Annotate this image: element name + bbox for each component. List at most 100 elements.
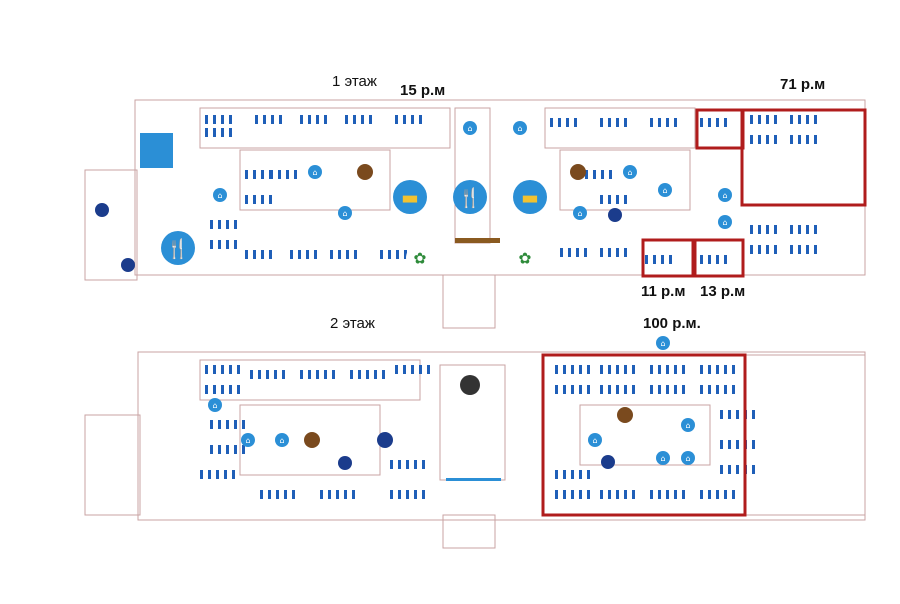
wardrobe-icon (658, 183, 672, 197)
wardrobe-icon (275, 433, 289, 447)
desk (750, 245, 753, 254)
desk (728, 410, 731, 419)
desk (563, 490, 566, 499)
wc-icon (601, 455, 615, 469)
desk (700, 118, 703, 127)
sofa-icon (513, 180, 547, 214)
desk (632, 365, 635, 374)
desk (669, 255, 672, 264)
wall (84, 414, 141, 516)
desk (571, 490, 574, 499)
desk (674, 118, 677, 127)
desk (253, 170, 256, 179)
desk (221, 385, 224, 394)
desk (708, 118, 711, 127)
desk (624, 248, 627, 257)
desk (571, 365, 574, 374)
wardrobe-icon-glyph: ⌂ (686, 454, 691, 463)
desk (658, 385, 661, 394)
desk (250, 370, 253, 379)
desk (608, 248, 611, 257)
desk (395, 115, 398, 124)
desk (205, 128, 208, 137)
desk (261, 170, 264, 179)
desk (406, 460, 409, 469)
wardrobe-icon-glyph: ⌂ (593, 436, 598, 445)
desk (708, 385, 711, 394)
desk (587, 470, 590, 479)
desk (728, 465, 731, 474)
wall (442, 274, 496, 329)
desk (666, 365, 669, 374)
desk (398, 460, 401, 469)
zone-label-11[interactable]: 11 р.м (641, 283, 686, 300)
desk (798, 225, 801, 234)
desk (774, 115, 777, 124)
desk (601, 170, 604, 179)
desk (585, 170, 588, 179)
desk (213, 385, 216, 394)
glass-wall (446, 478, 501, 481)
zone-label-71[interactable]: 71 р.м (780, 76, 826, 93)
desk (218, 240, 221, 249)
wardrobe-icon (241, 433, 255, 447)
desk (221, 128, 224, 137)
desk (316, 115, 319, 124)
desk (332, 370, 335, 379)
desk (766, 245, 769, 254)
dining-icon (453, 180, 487, 214)
desk (616, 118, 619, 127)
wall (744, 354, 866, 516)
wardrobe-icon-glyph: ⌂ (280, 436, 285, 445)
desk (245, 170, 248, 179)
desk (226, 220, 229, 229)
wc-icon (121, 258, 135, 272)
desk (600, 490, 603, 499)
desk (314, 250, 317, 259)
plant-icon (406, 244, 434, 272)
zone-label-15[interactable]: 15 р.м (400, 82, 446, 99)
desk (700, 385, 703, 394)
desk (229, 115, 232, 124)
printer-icon (460, 375, 480, 395)
desk (292, 490, 295, 499)
desk (226, 420, 229, 429)
desk (716, 490, 719, 499)
desk (766, 115, 769, 124)
desk (350, 370, 353, 379)
desk (560, 248, 563, 257)
desk (632, 385, 635, 394)
desk (382, 370, 385, 379)
desk (720, 410, 723, 419)
wall (84, 169, 138, 281)
desk (555, 470, 558, 479)
desk (550, 118, 553, 127)
desk (806, 135, 809, 144)
zone-label-13[interactable]: 13 р.м (700, 283, 746, 300)
desk (390, 490, 393, 499)
desk (579, 490, 582, 499)
desk (736, 465, 739, 474)
desk (720, 465, 723, 474)
desk (427, 365, 430, 374)
desk (253, 195, 256, 204)
desk (261, 195, 264, 204)
desk (213, 115, 216, 124)
desk (674, 490, 677, 499)
desk (650, 490, 653, 499)
desk (616, 195, 619, 204)
desk (661, 255, 664, 264)
desk (419, 365, 422, 374)
desk (300, 370, 303, 379)
desk (600, 365, 603, 374)
desk (366, 370, 369, 379)
desk (571, 385, 574, 394)
wall (559, 149, 691, 211)
zone-label-100[interactable]: 100 р.м. (643, 315, 701, 332)
desk (571, 470, 574, 479)
highlighted-zone (641, 238, 695, 278)
wardrobe-icon-glyph: ⌂ (686, 421, 691, 430)
wardrobe-icon-glyph: ⌂ (468, 124, 473, 133)
desk (814, 115, 817, 124)
desk (261, 250, 264, 259)
